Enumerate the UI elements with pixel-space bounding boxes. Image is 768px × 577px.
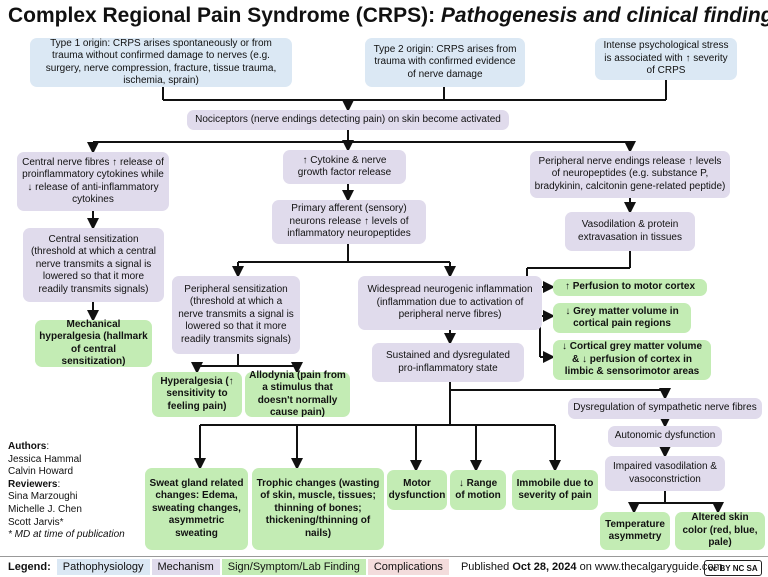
mechanical-hyperalgesia-box: Mechanical hyperalgesia (hallmark of cen… xyxy=(35,319,152,367)
legend-complications: Complications xyxy=(367,559,449,575)
legend-mechanism: Mechanism xyxy=(151,559,220,575)
temperature-asymmetry-box: Temperature asymmetry xyxy=(600,512,670,550)
published-prefix: Published xyxy=(460,561,513,573)
reviewer-name: Michelle J. Chen xyxy=(8,503,82,515)
peripheral-sensitization-box: Peripheral sensitization (threshold at w… xyxy=(172,276,300,354)
title-main: Complex Regional Pain Syndrome (CRPS): xyxy=(8,4,436,27)
author-name: Jessica Hammal xyxy=(8,453,82,465)
authors-label: Authors xyxy=(8,441,47,452)
published-note: Published Oct 28, 2024 on www.thecalgary… xyxy=(461,561,723,573)
vasodilation-box: Vasodilation & protein extravasation in … xyxy=(565,212,695,251)
connector-lines xyxy=(87,80,724,514)
allodynia-box: Allodynia (pain from a stimulus that doe… xyxy=(245,370,350,418)
legend-pathophysiology: Pathophysiology xyxy=(56,559,150,575)
peripheral-endings-box: Peripheral nerve endings release ↑ level… xyxy=(530,151,730,198)
cortical-grey-matter-box: ↓ Cortical grey matter volume & ↓ perfus… xyxy=(553,340,711,380)
sustained-state-box: Sustained and dysregulated pro-inflammat… xyxy=(372,343,524,382)
psych-stress-box: Intense psychological stress is associat… xyxy=(595,38,737,80)
legend-label: Legend: xyxy=(8,561,51,573)
title-subtitle: Pathogenesis and clinical findings xyxy=(440,4,768,27)
authors-block: Authors: Jessica Hammal Calvin Howard Re… xyxy=(8,441,125,541)
hyperalgesia-box: Hyperalgesia (↑ sensitivity to feeling p… xyxy=(152,372,242,417)
trophic-changes-box: Trophic changes (wasting of skin, muscle… xyxy=(252,468,384,550)
author-name: Calvin Howard xyxy=(8,466,74,478)
cc-license-badge: cc BY NC SA xyxy=(704,560,762,576)
type2-origin-box: Type 2 origin: CRPS arises from trauma w… xyxy=(365,38,525,87)
legend-bar: Legend: Pathophysiology Mechanism Sign/S… xyxy=(0,556,768,577)
central-fibres-box: Central nerve fibres ↑ release of proinf… xyxy=(17,152,169,211)
altered-skin-color-box: Altered skin color (red, blue, pale) xyxy=(675,512,765,550)
reviewers-label: Reviewers xyxy=(8,478,58,490)
reviewer-name: Scott Jarvis* xyxy=(8,516,64,528)
legend-sign-symptom: Sign/Symptom/Lab Finding xyxy=(221,559,366,575)
published-suffix: on www.thecalgaryguide.com xyxy=(576,561,723,573)
widespread-inflammation-box: Widespread neurogenic inflammation (infl… xyxy=(358,276,542,330)
sympathetic-dysregulation-box: Dysregulation of sympathetic nerve fibre… xyxy=(568,398,762,419)
type1-origin-box: Type 1 origin: CRPS arises spontaneously… xyxy=(30,38,292,87)
page-title: Complex Regional Pain Syndrome (CRPS): P… xyxy=(8,4,768,28)
grey-matter-volume-box: ↓ Grey matter volume in cortical pain re… xyxy=(553,303,691,333)
range-of-motion-box: ↓ Range of motion xyxy=(450,470,506,510)
motor-dysfunction-box: Motor dysfunction xyxy=(387,470,447,510)
autonomic-dysfunction-box: Autonomic dysfunction xyxy=(608,426,722,447)
sweat-gland-box: Sweat gland related changes: Edema, swea… xyxy=(145,468,248,550)
immobile-box: Immobile due to severity of pain xyxy=(512,470,598,510)
perfusion-motor-box: ↑ Perfusion to motor cortex xyxy=(553,279,707,296)
nociceptors-box: Nociceptors (nerve endings detecting pai… xyxy=(187,110,509,130)
md-note: * MD at time of publication xyxy=(8,529,125,541)
impaired-vasodilation-box: Impaired vasodilation & vasoconstriction xyxy=(605,456,725,491)
reviewer-name: Sina Marzoughi xyxy=(8,491,78,503)
cytokine-box: ↑ Cytokine & nerve growth factor release xyxy=(283,150,406,184)
published-date: Oct 28, 2024 xyxy=(512,561,577,573)
primary-afferent-box: Primary afferent (sensory) neurons relea… xyxy=(272,200,426,244)
central-sensitization-box: Central sensitization (threshold at whic… xyxy=(23,228,164,302)
